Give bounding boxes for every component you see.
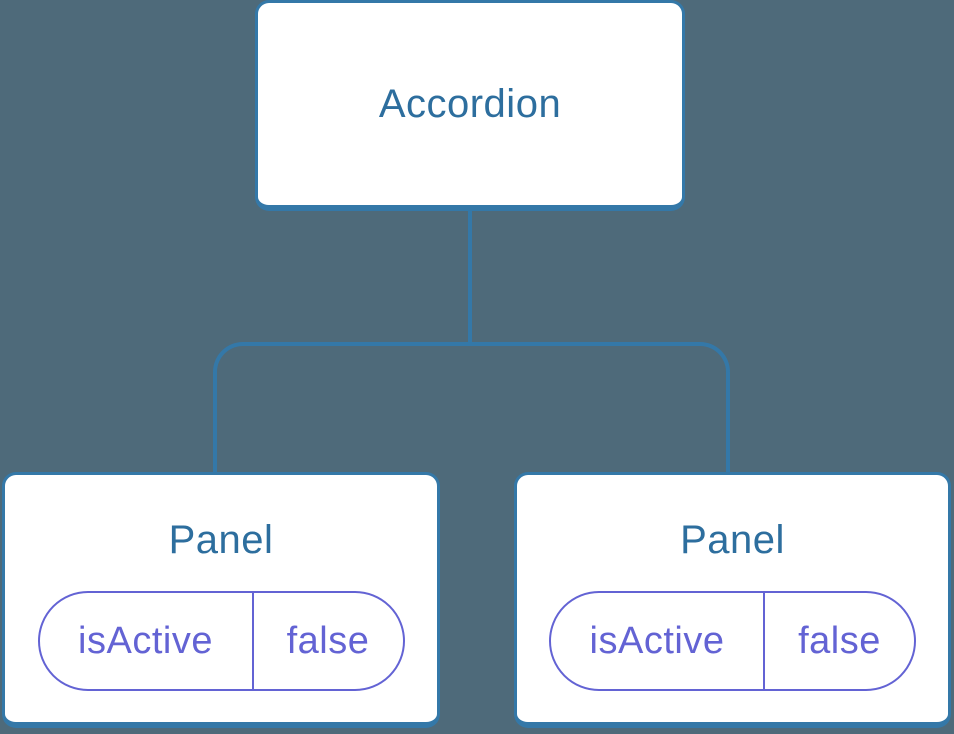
panel-node-right: Panel isActive false: [514, 472, 951, 728]
state-pill: isActive false: [37, 591, 405, 691]
state-name-cell: isActive: [551, 593, 765, 689]
accordion-node-label: Accordion: [378, 81, 562, 126]
connector-stem: [468, 211, 472, 344]
state-name-cell: isActive: [40, 593, 254, 689]
panel-node-label: Panel: [680, 518, 785, 562]
panel-node-left: Panel isActive false: [2, 472, 440, 728]
panel-node-label: Panel: [168, 518, 274, 562]
state-pill: isActive false: [549, 591, 916, 691]
state-value-cell: false: [798, 619, 881, 662]
state-value-cell: false: [286, 619, 370, 662]
connector-bracket: [213, 342, 730, 472]
accordion-node: Accordion: [255, 0, 685, 211]
